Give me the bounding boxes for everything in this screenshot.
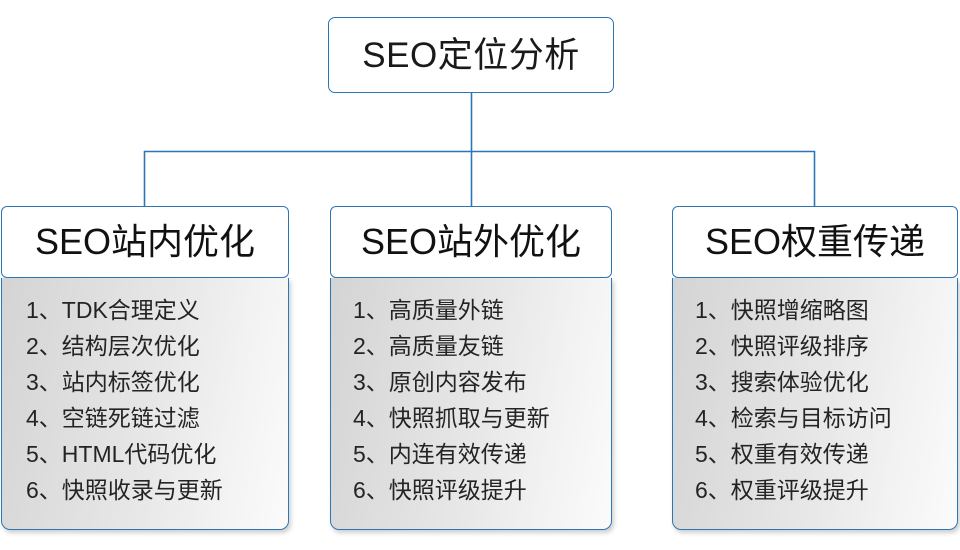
list-item: 2、高质量友链 xyxy=(353,333,504,359)
list-item: 6、权重评级提升 xyxy=(695,477,869,503)
column-body-1: 1、TDK合理定义 2、结构层次优化 3、站内标签优化 4、空链死链过滤 5、H… xyxy=(1,278,289,530)
list-item: 2、结构层次优化 xyxy=(26,333,200,359)
root-node-title: SEO定位分析 xyxy=(362,35,580,75)
column-body-2: 1、高质量外链 2、高质量友链 3、原创内容发布 4、快照抓取与更新 5、内连有… xyxy=(330,278,612,530)
column-header-3-label: SEO权重传递 xyxy=(704,221,926,262)
column-header-1[interactable]: SEO站内优化 xyxy=(1,206,289,278)
list-item: 4、检索与目标访问 xyxy=(695,405,892,431)
column-header-2-label: SEO站外优化 xyxy=(360,221,582,262)
list-item: 3、站内标签优化 xyxy=(26,369,200,395)
list-item: 1、TDK合理定义 xyxy=(26,297,200,323)
list-item: 5、权重有效传递 xyxy=(695,441,869,467)
item-list-2: 1、高质量外链 2、高质量友链 3、原创内容发布 4、快照抓取与更新 5、内连有… xyxy=(331,292,611,508)
list-item: 1、高质量外链 xyxy=(353,297,504,323)
column-header-3[interactable]: SEO权重传递 xyxy=(672,206,958,278)
column-seo-offsite: SEO站外优化 1、高质量外链 2、高质量友链 3、原创内容发布 4、快照抓取与… xyxy=(330,206,612,530)
list-item: 5、内连有效传递 xyxy=(353,441,527,467)
list-item: 6、快照评级提升 xyxy=(353,477,527,503)
list-item: 5、HTML代码优化 xyxy=(26,441,217,467)
list-item: 4、空链死链过滤 xyxy=(26,405,200,431)
column-seo-weight-transfer: SEO权重传递 1、快照增缩略图 2、快照评级排序 3、搜索体验优化 4、检索与… xyxy=(672,206,958,530)
column-header-2[interactable]: SEO站外优化 xyxy=(330,206,612,278)
column-body-3: 1、快照增缩略图 2、快照评级排序 3、搜索体验优化 4、检索与目标访问 5、权… xyxy=(672,278,958,530)
list-item: 2、快照评级排序 xyxy=(695,333,869,359)
list-item: 3、搜索体验优化 xyxy=(695,369,869,395)
list-item: 6、快照收录与更新 xyxy=(26,477,223,503)
item-list-3: 1、快照增缩略图 2、快照评级排序 3、搜索体验优化 4、检索与目标访问 5、权… xyxy=(673,292,957,508)
root-node-box[interactable]: SEO定位分析 xyxy=(328,17,614,93)
list-item: 1、快照增缩略图 xyxy=(695,297,869,323)
column-header-1-label: SEO站内优化 xyxy=(34,221,256,262)
item-list-1: 1、TDK合理定义 2、结构层次优化 3、站内标签优化 4、空链死链过滤 5、H… xyxy=(2,292,288,508)
list-item: 3、原创内容发布 xyxy=(353,369,527,395)
list-item: 4、快照抓取与更新 xyxy=(353,405,550,431)
column-seo-onsite: SEO站内优化 1、TDK合理定义 2、结构层次优化 3、站内标签优化 4、空链… xyxy=(1,206,289,530)
